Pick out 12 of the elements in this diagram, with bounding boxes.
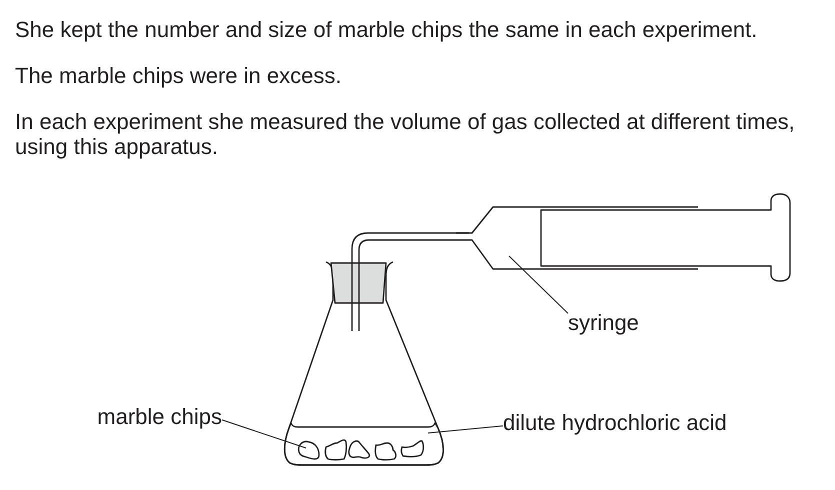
leader-line xyxy=(508,256,568,314)
syringe xyxy=(456,193,791,282)
leader-line xyxy=(222,419,306,448)
marble-chips xyxy=(298,439,424,460)
part-label: marble chips xyxy=(97,405,222,429)
leader-line xyxy=(428,425,504,434)
part-label: dilute hydrochloric acid xyxy=(503,411,727,435)
paragraph: In each experiment she measured the volume of gas collected at different times, using this apparatus. xyxy=(15,109,796,159)
paragraph: She kept the number and size of marble chips the same in each experiment. xyxy=(15,17,758,42)
acid-liquid xyxy=(284,422,444,466)
part-label: syringe xyxy=(568,311,639,335)
paragraph: The marble chips were in excess. xyxy=(15,63,342,88)
